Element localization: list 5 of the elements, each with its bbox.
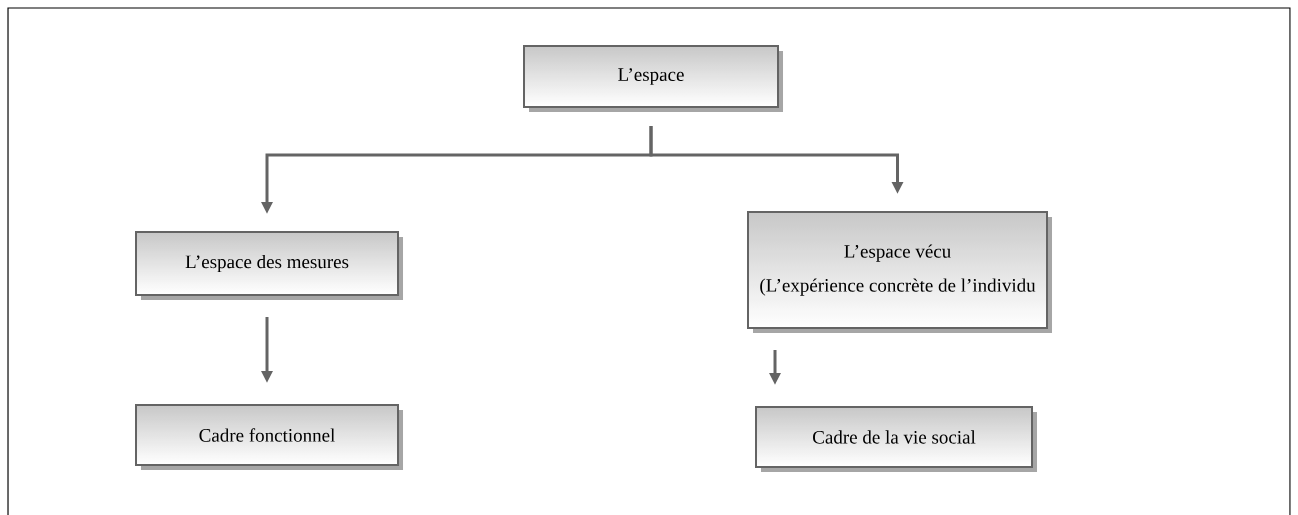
process-box: L’espace des mesures xyxy=(135,231,403,300)
process-box: L’espace xyxy=(523,45,783,112)
process-box: L’espace vécu (L’expérience concrète de l’individu xyxy=(747,211,1052,333)
process-box: Cadre de la vie social xyxy=(755,406,1037,472)
process-box: Cadre fonctionnel xyxy=(135,404,403,470)
